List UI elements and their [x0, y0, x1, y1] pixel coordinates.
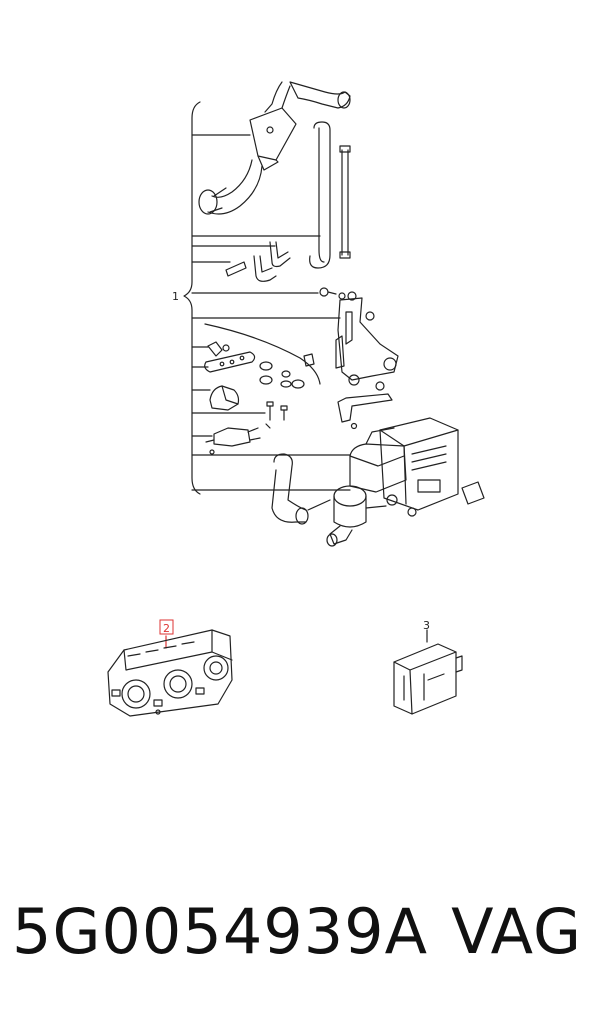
label-tag-icon [461, 481, 485, 505]
fuel-pipe-icon [309, 121, 351, 269]
heater-unit-icon [349, 417, 459, 517]
climate-control-panel-icon [107, 629, 233, 717]
linkage-icon [337, 381, 393, 430]
parts-diagram: 1 2 3 [107, 81, 485, 717]
callout-2-box [159, 619, 174, 635]
brand-name: VAG [451, 895, 582, 968]
exhaust-hose-icon [198, 81, 351, 215]
callout-3: 3 [423, 619, 430, 632]
bolt-icon [265, 401, 288, 429]
part-number-footer: 5G0054939A VAG [0, 895, 600, 975]
fuel-filter-icon [205, 427, 261, 455]
callout-1: 1 [172, 290, 179, 303]
coolant-hose-icon [271, 453, 331, 525]
small-hose-icon [225, 241, 291, 282]
mounting-bracket-icon [319, 287, 399, 386]
coolant-pump-icon [326, 485, 387, 547]
assembly-bracket [183, 101, 351, 495]
part-number: 5G0054939A [12, 895, 429, 968]
control-module-icon [393, 629, 463, 715]
callout-2: 2 [163, 622, 170, 635]
clamp-set-icon [204, 323, 321, 389]
rubber-mount-icon [209, 385, 240, 411]
